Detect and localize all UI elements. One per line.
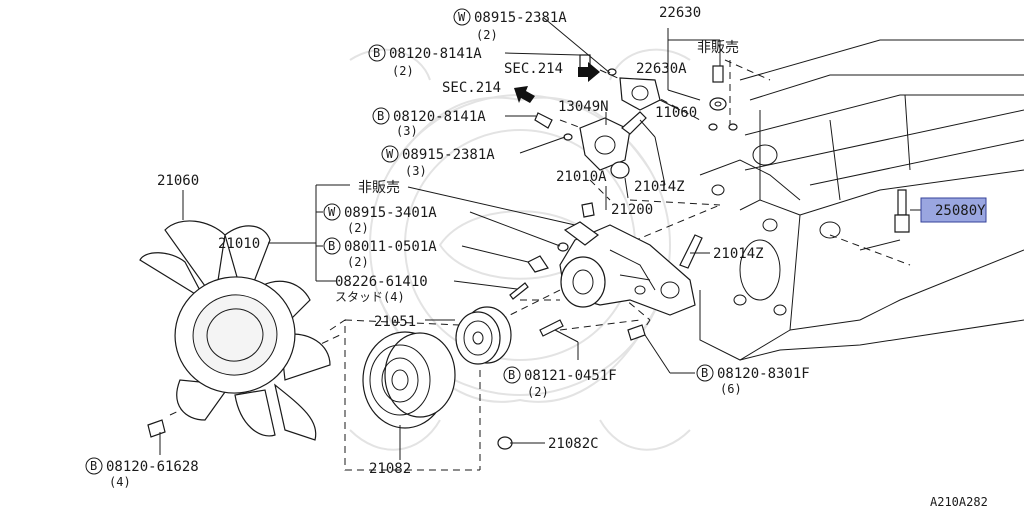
engine-block xyxy=(699,39,1024,361)
label-b-08120-61628: 08120-61628 xyxy=(106,459,199,475)
qty-b-08120-8141a-top: (2) xyxy=(392,64,414,78)
svg-text:B: B xyxy=(701,366,708,380)
label-21051: 21051 xyxy=(374,314,416,330)
sensor-21014z-top[interactable] xyxy=(621,111,647,135)
svg-text:B: B xyxy=(90,459,97,473)
label-21200: 21200 xyxy=(611,202,653,218)
label-b-08120-8141a-mid: 08120-8141A xyxy=(393,109,486,125)
qty-b-08120-61628: (4) xyxy=(109,475,131,489)
qty-stud: スタッド(4) xyxy=(335,290,405,304)
label-25080y: 25080Y xyxy=(935,203,986,219)
sec214-arrows xyxy=(514,62,600,103)
label-not-sold-top: 非販売 xyxy=(697,40,739,56)
label-11060: 11060 xyxy=(655,105,697,121)
bolts[interactable] xyxy=(147,54,646,450)
label-21010: 21010 xyxy=(218,236,260,252)
prefix-markers: W B B W W B B B B xyxy=(85,8,714,475)
label-w-08915-2381a-top: 08915-2381A xyxy=(474,10,567,26)
label-13049n: 13049N xyxy=(558,99,609,115)
thermostat-housing[interactable] xyxy=(579,117,631,179)
label-b-08011-0501a: 08011-0501A xyxy=(344,239,437,255)
diagram-code: A210A282 xyxy=(930,495,988,509)
selected-part-highlight[interactable] xyxy=(920,197,987,223)
label-22630: 22630 xyxy=(659,5,701,21)
label-21014z-top: 21014Z xyxy=(634,179,685,195)
label-21014z-mid: 21014Z xyxy=(713,246,764,262)
hose-21014z-mid[interactable] xyxy=(679,234,703,269)
svg-text:W: W xyxy=(328,205,336,219)
label-not-sold-mid: 非販売 xyxy=(358,180,400,196)
label-21010a: 21010A xyxy=(556,169,607,185)
label-08226-61410: 08226-61410 xyxy=(335,274,428,290)
fan-assembly[interactable] xyxy=(139,220,331,441)
qty-b-08120-8301f: (6) xyxy=(720,382,742,396)
water-pump[interactable] xyxy=(559,221,696,316)
svg-text:B: B xyxy=(328,239,335,253)
label-22630a: 22630A xyxy=(636,61,687,77)
label-w-08915-3401a: 08915-3401A xyxy=(344,205,437,221)
pulley[interactable] xyxy=(455,306,512,365)
qty-b-08011-0501a: (2) xyxy=(347,255,369,269)
qty-w-08915-3401a: (2) xyxy=(347,221,369,235)
water-outlet[interactable] xyxy=(607,68,661,111)
sensor-25080y[interactable] xyxy=(894,189,910,233)
label-21082c: 21082C xyxy=(548,436,599,452)
qty-w-08915-2381a-top: (2) xyxy=(476,28,498,42)
label-b-08121-0451f: 08121-0451F xyxy=(524,368,617,384)
qty-w-08915-2381a-mid: (3) xyxy=(405,164,427,178)
svg-text:B: B xyxy=(373,46,380,60)
label-21060: 21060 xyxy=(157,173,199,189)
leader-lines xyxy=(159,17,935,460)
svg-text:B: B xyxy=(377,109,384,123)
label-b-08120-8141a-top: 08120-8141A xyxy=(389,46,482,62)
label-sec214-b: SEC.214 xyxy=(442,80,501,96)
svg-text:W: W xyxy=(386,147,394,161)
temperature-sender[interactable] xyxy=(708,65,738,131)
label-sec214-a: SEC.214 xyxy=(504,61,563,77)
label-b-08120-8301f: 08120-8301F xyxy=(717,366,810,382)
fan-clutch[interactable] xyxy=(362,331,456,429)
label-w-08915-2381a-mid: 08915-2381A xyxy=(402,147,495,163)
label-21082: 21082 xyxy=(369,461,411,477)
qty-b-08120-8141a-mid: (3) xyxy=(396,124,418,138)
part-labels[interactable]: 08915-2381A (2) 08120-8141A (2) SEC.214 … xyxy=(106,5,986,489)
svg-text:W: W xyxy=(458,10,466,24)
svg-text:B: B xyxy=(508,368,515,382)
qty-b-08121-0451f: (2) xyxy=(527,385,549,399)
